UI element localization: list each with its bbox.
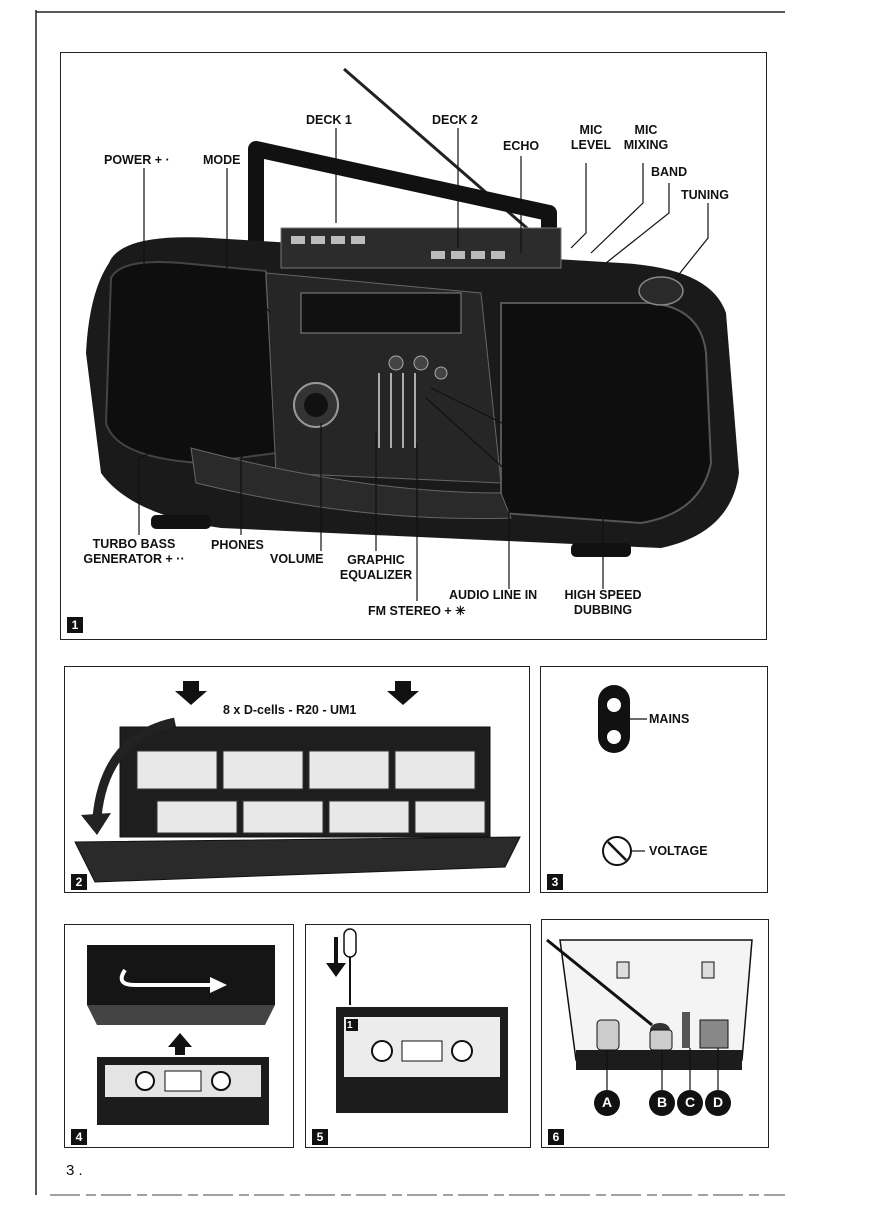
figure-number-5: 5 (312, 1129, 328, 1145)
label-mic-mixing-line1: MIC (617, 123, 675, 138)
cassette-insert-illustration (65, 925, 295, 1149)
figure-3-panel: MAINS VOLTAGE 3 (540, 666, 768, 893)
label-mains: MAINS (649, 712, 689, 727)
head-cleaning-illustration (542, 920, 770, 1149)
label-turbo-line2: GENERATOR + ·· (79, 552, 189, 567)
figure-number-1: 1 (67, 617, 83, 633)
marker-b: B (649, 1095, 675, 1110)
figure-number-2: 2 (71, 874, 87, 890)
mains-voltage-illustration (541, 667, 769, 894)
label-high-speed-line1: HIGH SPEED (558, 588, 648, 603)
label-mic-mixing-line2: MIXING (617, 138, 675, 153)
figure-number-3: 3 (547, 874, 563, 890)
label-graphic-line2: EQUALIZER (333, 568, 419, 583)
label-deck-2: DECK 2 (432, 113, 478, 128)
label-mode: MODE (203, 153, 241, 168)
label-mic-level: MIC LEVEL (566, 123, 616, 153)
figure-2-panel: 8 x D-cells - R20 - UM1 2 (64, 666, 530, 893)
marker-d: D (705, 1095, 731, 1110)
figure-4-panel: 4 (64, 924, 294, 1148)
figure-6-panel: A B C D 6 (541, 919, 769, 1148)
cassette-side-number: 1 (347, 1018, 353, 1033)
marker-c: C (677, 1095, 703, 1110)
label-mic-level-line2: LEVEL (566, 138, 616, 153)
battery-compartment-illustration (65, 667, 531, 894)
marker-a: A (594, 1095, 620, 1110)
label-volume: VOLUME (270, 552, 323, 567)
label-turbo-line1: TURBO BASS (79, 537, 189, 552)
figure-5-panel: 1 5 (305, 924, 531, 1148)
label-band: BAND (651, 165, 687, 180)
label-tuning: TUNING (681, 188, 729, 203)
page-number: 3 . (66, 1162, 83, 1179)
label-graphic-line1: GRAPHIC (333, 553, 419, 568)
label-echo: ECHO (503, 139, 539, 154)
label-power: POWER + · (104, 153, 170, 168)
label-turbo-bass: TURBO BASS GENERATOR + ·· (79, 537, 189, 567)
label-phones: PHONES (211, 538, 264, 553)
figure-number-6: 6 (548, 1129, 564, 1145)
label-deck-1: DECK 1 (306, 113, 352, 128)
erase-protection-illustration (306, 925, 532, 1149)
label-high-speed-dubbing: HIGH SPEED DUBBING (558, 588, 648, 618)
figure-1-panel: DECK 1 DECK 2 MIC LEVEL MIC MIXING ECHO … (60, 52, 767, 640)
battery-caption: 8 x D-cells - R20 - UM1 (223, 703, 356, 718)
label-voltage: VOLTAGE (649, 844, 708, 859)
label-high-speed-line2: DUBBING (558, 603, 648, 618)
label-fm-stereo: FM STEREO + ✳ (368, 604, 466, 619)
label-graphic-equalizer: GRAPHIC EQUALIZER (333, 553, 419, 583)
label-mic-level-line1: MIC (566, 123, 616, 138)
label-audio-line-in: AUDIO LINE IN (449, 588, 537, 603)
figure-number-4: 4 (71, 1129, 87, 1145)
label-mic-mixing: MIC MIXING (617, 123, 675, 153)
